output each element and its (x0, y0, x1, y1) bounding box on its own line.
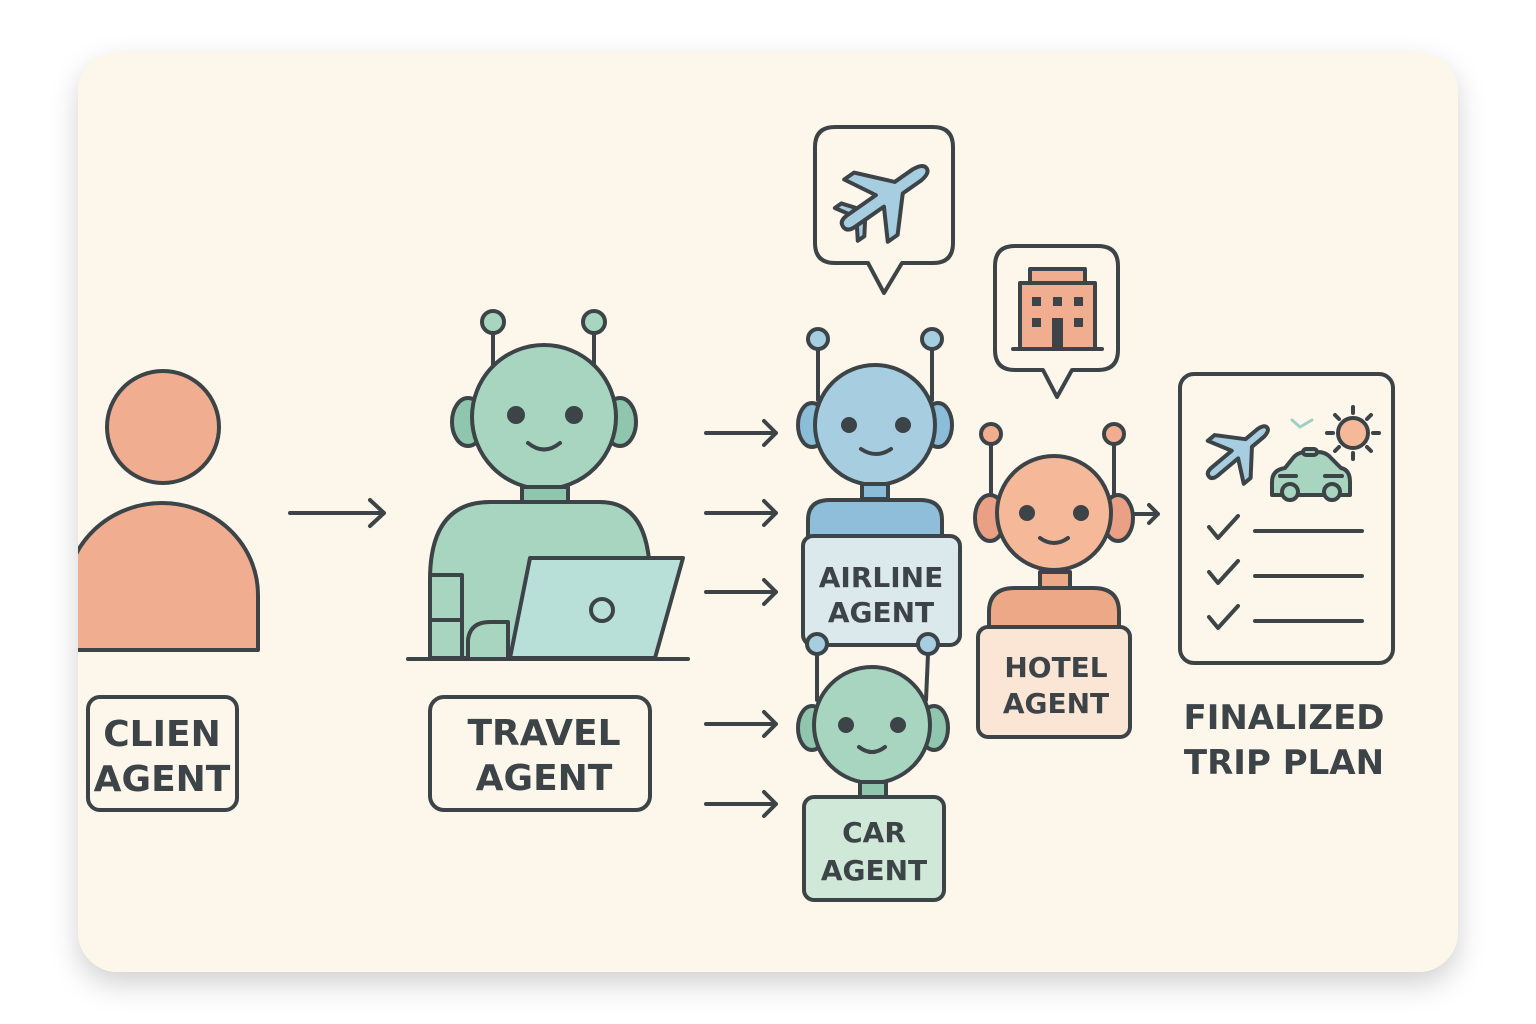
checkmark-icon (1207, 559, 1240, 585)
client-label-line1: CLIEN (103, 714, 220, 755)
car-agent-label: CAR AGENT (802, 795, 946, 902)
hotel-speech-bubble (993, 244, 1120, 399)
car-label-line1: CAR (842, 816, 906, 849)
travel-label-line2: AGENT (476, 758, 613, 799)
checkmark-icon (1207, 514, 1240, 540)
car-icon (1270, 447, 1352, 502)
airplane-speech-bubble (813, 125, 955, 295)
hotel-label-line2: AGENT (1003, 687, 1109, 720)
travel-label-line1: TRAVEL (467, 713, 620, 754)
hotel-label-line1: HOTEL (1004, 651, 1107, 684)
travel-agent-label: TRAVEL AGENT (428, 695, 652, 812)
bird-icon (1290, 418, 1314, 429)
airplane-icon (1205, 424, 1270, 486)
arrow-icon (704, 499, 778, 527)
car-label-line2: AGENT (821, 854, 927, 887)
trip-plan-document-icon (1178, 372, 1395, 665)
client-person-icon (78, 369, 260, 652)
airline-label-line1: AIRLINE (819, 561, 943, 594)
travel-robot-icon (406, 309, 690, 661)
arrow-icon (704, 578, 778, 606)
car-robot-icon (796, 632, 950, 799)
checkmark-icon (1207, 604, 1240, 630)
arrow-icon (704, 790, 778, 818)
airline-label-line2: AGENT (828, 596, 934, 629)
arrow-icon (704, 419, 778, 447)
hotel-building-icon (1011, 267, 1104, 351)
sun-icon (1325, 405, 1381, 461)
arrow-icon (704, 710, 778, 738)
hotel-agent-label: HOTEL AGENT (976, 625, 1132, 739)
client-agent-label: CLIEN AGENT (86, 695, 239, 812)
arrow-icon (288, 498, 386, 528)
client-label-line2: AGENT (94, 759, 231, 800)
hotel-robot-icon (973, 422, 1135, 629)
finalized-trip-plan-label: FINALIZED TRIP PLAN (1183, 698, 1384, 783)
airline-agent-label: AIRLINE AGENT (801, 534, 962, 647)
plan-label-line1: FINALIZED (1183, 698, 1384, 738)
airline-robot-icon (796, 327, 954, 542)
airplane-icon (832, 164, 930, 244)
plan-label-line2: TRIP PLAN (1184, 743, 1384, 783)
arrow-icon (1131, 503, 1160, 525)
